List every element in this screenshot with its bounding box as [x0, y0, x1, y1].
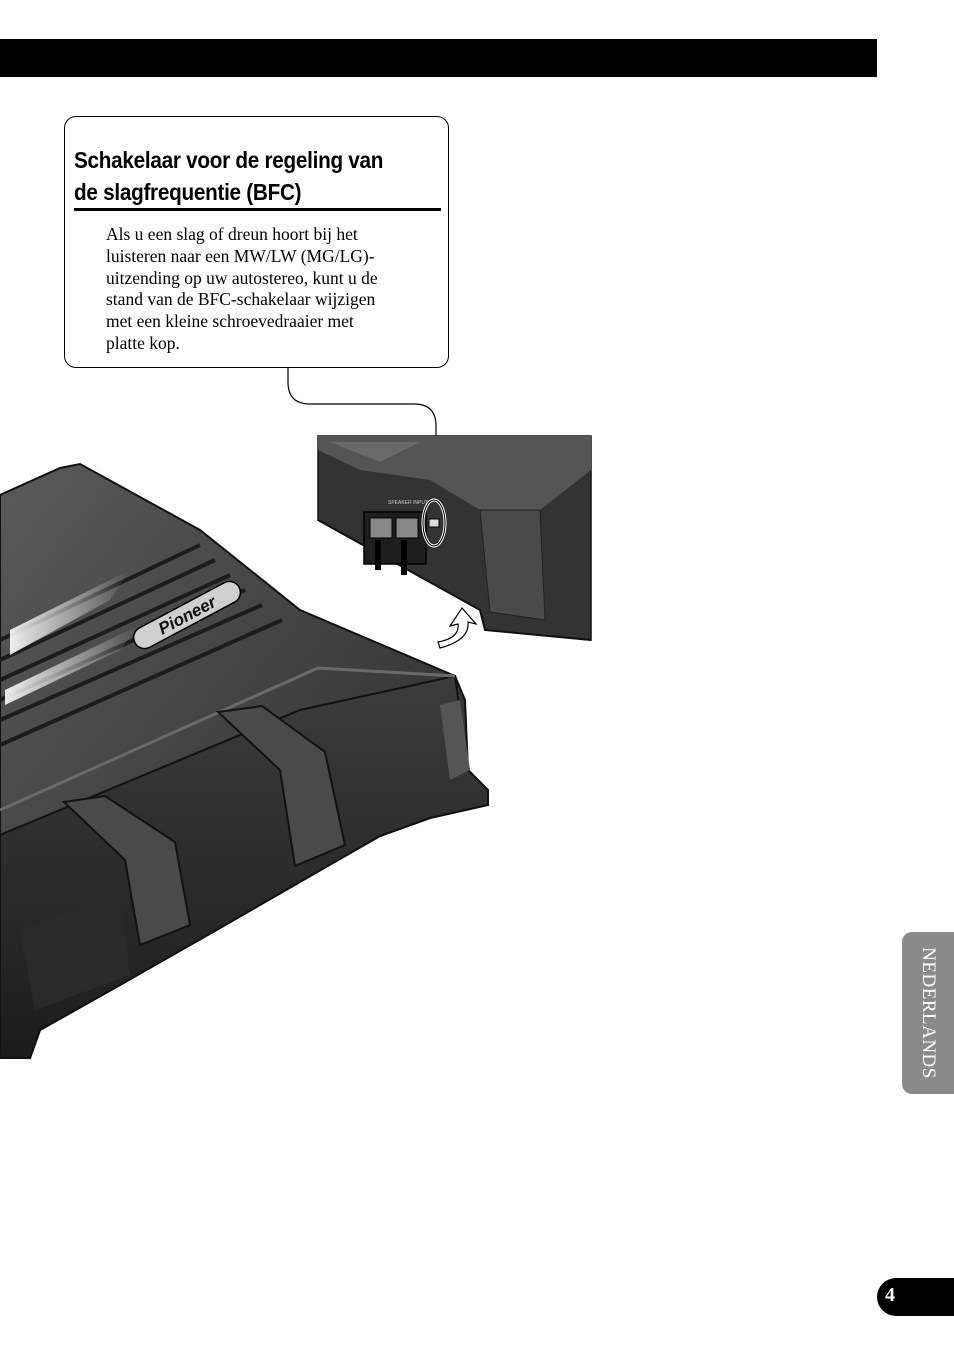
direction-arrow: [437, 607, 478, 649]
language-tab: [902, 932, 954, 1094]
amplifier-illustration: Pioneer SPEAKER INPUT: [0, 368, 592, 1059]
amplifier-body: Pioneer: [0, 462, 489, 1059]
language-label: NEDERLANDS: [918, 947, 939, 1079]
page-number-tab: [877, 1278, 954, 1316]
header-bar: [0, 39, 877, 77]
title-underline: [74, 208, 441, 211]
callout-box: [64, 116, 449, 368]
speaker-input-label: SPEAKER INPUT: [388, 500, 428, 506]
callout-body-text: Als u een slag of dreun hoort bij het lu…: [106, 224, 378, 353]
callout-leader-line: [287, 368, 437, 505]
inset-closeup: SPEAKER INPUT: [317, 435, 592, 649]
page-number: 4: [885, 1284, 895, 1306]
callout-title: Schakelaar voor de regeling van de slagf…: [74, 147, 384, 205]
